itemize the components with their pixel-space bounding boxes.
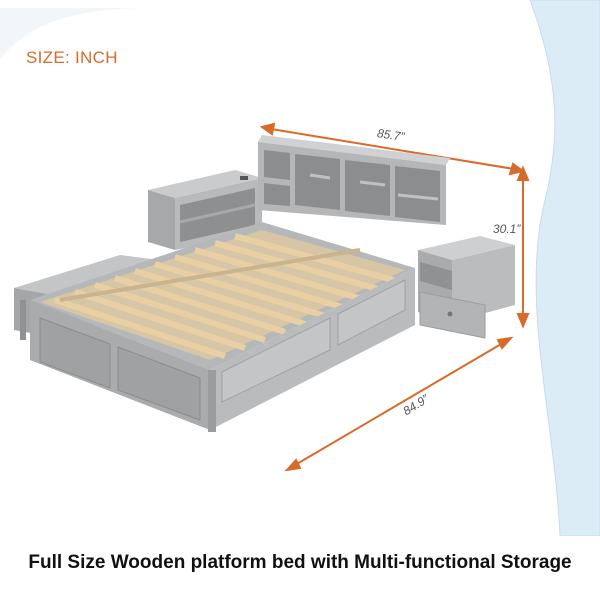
- headboard-bookcase: [258, 135, 450, 225]
- storage-drawers: [39, 317, 201, 421]
- bed-product-illustration: [14, 122, 530, 472]
- width-dimension-arrow: [259, 122, 526, 176]
- bed-frame: [30, 222, 415, 432]
- nightstand: [418, 236, 515, 339]
- height-dimension-arrow: [516, 165, 530, 329]
- size-unit-label: SIZE: INCH: [26, 48, 118, 67]
- height-dimension-label: 30.1”: [493, 222, 521, 236]
- product-caption: Full Size Wooden platform bed with Multi…: [28, 552, 572, 573]
- depth-dimension-arrow: [284, 336, 514, 472]
